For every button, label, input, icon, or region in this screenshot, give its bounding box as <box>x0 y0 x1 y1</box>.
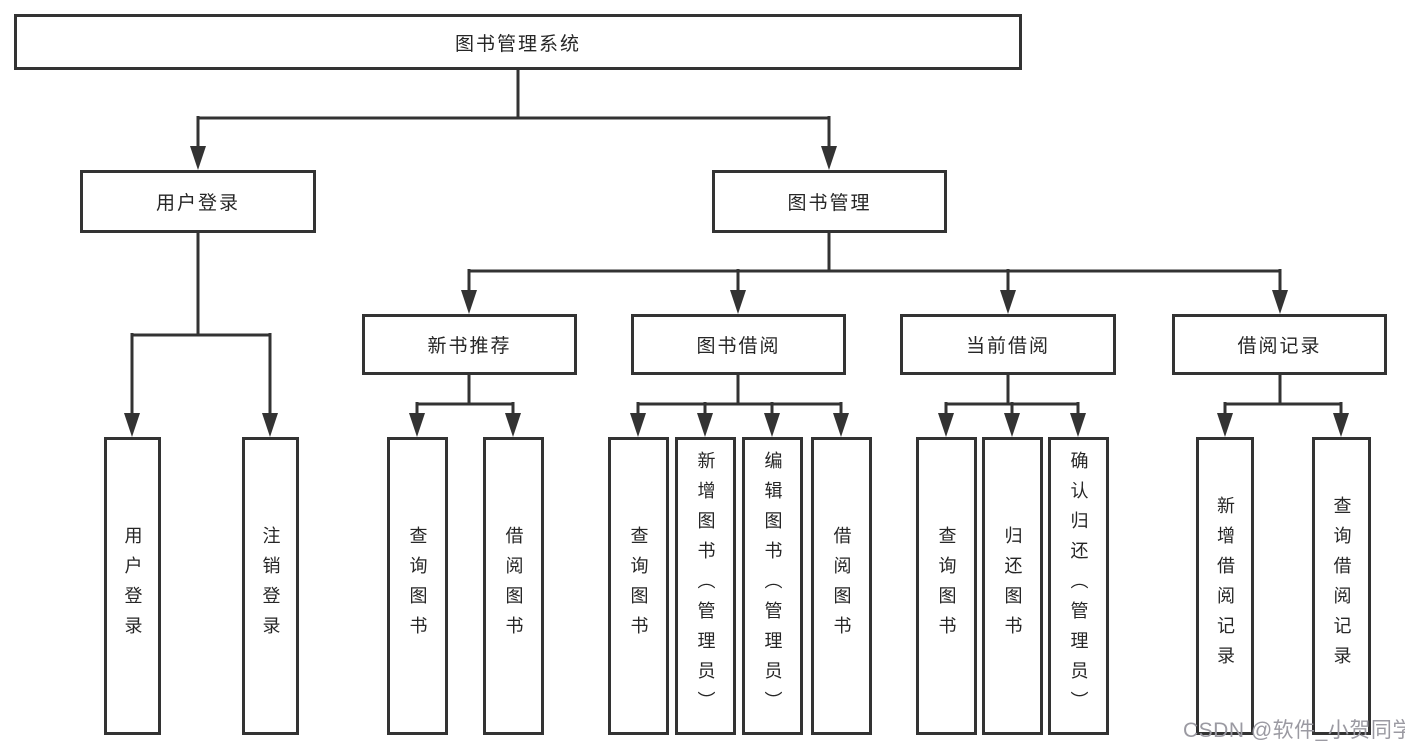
node-label: 用户登录 <box>122 526 143 646</box>
node-leaf-br-add-record: 新增借阅记录 <box>1196 437 1254 735</box>
node-label: 当前借阅 <box>965 336 1050 357</box>
node-label: 新增图书（管理员） <box>695 451 716 721</box>
edge-book-borrow-to-leaves <box>630 375 849 437</box>
node-label: 借阅记录 <box>1237 336 1322 357</box>
edge-root-to-level2 <box>190 70 837 170</box>
node-label: 新书推荐 <box>427 336 512 357</box>
node-book-borrowing: 图书借阅 <box>631 314 846 375</box>
edge-book-mgmt-to-level3 <box>461 233 1288 314</box>
node-leaf-cb-confirm-return-admin: 确认归还（管理员） <box>1048 437 1109 735</box>
node-current-borrowing: 当前借阅 <box>900 314 1116 375</box>
node-label: 图书管理系统 <box>454 33 581 55</box>
node-leaf-user-login: 用户登录 <box>104 437 161 735</box>
edge-new-book-rec-to-leaves <box>409 375 521 437</box>
node-label: 查询借阅记录 <box>1331 496 1352 676</box>
node-label: 查询图书 <box>407 526 428 646</box>
node-leaf-bb-query-book: 查询图书 <box>608 437 669 735</box>
edge-borrow-record-to-leaves <box>1217 375 1349 437</box>
node-label: 图书管理 <box>787 193 872 214</box>
node-label: 查询图书 <box>628 526 649 646</box>
node-leaf-logout: 注销登录 <box>242 437 299 735</box>
node-label: 借阅图书 <box>831 526 852 646</box>
node-leaf-bb-edit-book-admin: 编辑图书（管理员） <box>742 437 803 735</box>
edge-user-login-to-leaves <box>124 233 278 437</box>
node-leaf-br-query-record: 查询借阅记录 <box>1312 437 1371 735</box>
edge-current-borrow-to-leaves <box>938 375 1086 437</box>
node-label: 图书借阅 <box>696 336 781 357</box>
node-leaf-cb-return-book: 归还图书 <box>982 437 1043 735</box>
node-label: 用户登录 <box>155 193 240 214</box>
node-book-management: 图书管理 <box>712 170 947 233</box>
node-leaf-bb-borrow-book: 借阅图书 <box>811 437 872 735</box>
node-leaf-cb-query-book: 查询图书 <box>916 437 977 735</box>
node-new-book-recommendation: 新书推荐 <box>362 314 577 375</box>
node-leaf-rec-query-book: 查询图书 <box>387 437 448 735</box>
node-leaf-bb-add-book-admin: 新增图书（管理员） <box>675 437 736 735</box>
node-label: 借阅图书 <box>503 526 524 646</box>
node-label: 新增借阅记录 <box>1215 496 1235 676</box>
node-label: 编辑图书（管理员） <box>762 451 783 721</box>
node-borrowing-records: 借阅记录 <box>1172 314 1387 375</box>
node-library-system-root: 图书管理系统 <box>14 14 1022 70</box>
csdn-watermark: CSDN @软件_小贺同学 <box>1183 719 1405 742</box>
node-label: 归还图书 <box>1002 526 1023 646</box>
node-label: 确认归还（管理员） <box>1068 451 1089 721</box>
node-label: 注销登录 <box>260 526 281 646</box>
node-leaf-rec-borrow-book: 借阅图书 <box>483 437 544 735</box>
node-user-login: 用户登录 <box>80 170 316 233</box>
node-label: 查询图书 <box>936 526 957 646</box>
